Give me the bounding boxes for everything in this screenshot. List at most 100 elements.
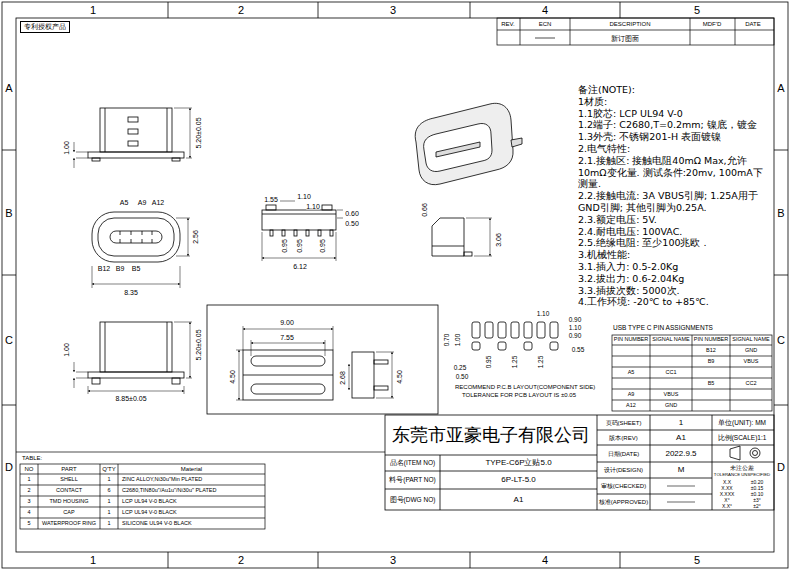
layout-note: TOLERANCE FOR PCB LAYOUT IS ±0.05 bbox=[462, 392, 576, 398]
dimension-value: 1.55 bbox=[264, 196, 278, 203]
material-table-cell: 5 bbox=[27, 521, 30, 527]
dimension-value: 0.50 bbox=[456, 374, 469, 381]
tolerance-text: X.X bbox=[723, 480, 731, 485]
note-line: 1.2端子: C2680,T=0.2mm; 镍底，镀金 bbox=[578, 119, 770, 131]
tolerance-text: ±0.15 bbox=[751, 486, 763, 491]
dimension-value: 6.12 bbox=[293, 263, 307, 270]
material-table-cell: 4 bbox=[27, 510, 30, 516]
pin-table-cell: A12 bbox=[626, 403, 636, 409]
dimension-value: 0.95 bbox=[319, 239, 326, 253]
material-table-cell: SILICONE UL94 V-0 BLACK bbox=[122, 521, 192, 527]
zone-marker: 5 bbox=[694, 5, 700, 16]
note-line: 3.3.插拔次数: 5000次. bbox=[578, 285, 770, 297]
dimension-value: 9.00 bbox=[280, 319, 294, 326]
pin-table-cell: A5 bbox=[628, 370, 635, 376]
dimension-value: 5.20±0.05 bbox=[195, 117, 202, 148]
dimension-lines bbox=[74, 108, 492, 400]
material-table-cell: 1 bbox=[107, 510, 110, 516]
dimension-value: 8.35 bbox=[124, 289, 138, 296]
pin-table-cell: VBUS bbox=[744, 359, 759, 365]
note-line: 2.电气特性: bbox=[578, 143, 770, 155]
zone-marker: 2 bbox=[238, 5, 244, 16]
dimension-value: 0.95 bbox=[486, 356, 493, 369]
note-line: 3.机械性能: bbox=[578, 249, 770, 261]
pin-label: A9 bbox=[138, 199, 147, 206]
revision-table-text: ECN bbox=[539, 21, 552, 27]
dimension-value: 0.55 bbox=[572, 347, 585, 354]
material-table-cell: TABLE: bbox=[22, 455, 42, 461]
tolerance-text: ±2° bbox=[753, 504, 761, 509]
zone-marker: 4 bbox=[542, 555, 548, 566]
revision-table-text: DATE bbox=[745, 21, 761, 27]
tolerance-text: ±3° bbox=[753, 498, 761, 503]
material-table-cell: TMD HOUSING bbox=[49, 499, 88, 505]
zone-marker: 1 bbox=[90, 555, 96, 566]
dimension-value: 1.00 bbox=[455, 334, 462, 347]
pin-table-cell: USB TYPE C PIN ASSIGNMENTS bbox=[613, 325, 713, 332]
dimension-value: 0.25 bbox=[454, 365, 467, 372]
title-block-text: 6P-LT-5.0 bbox=[501, 476, 536, 484]
tolerance-text: X.XXX bbox=[720, 492, 735, 497]
dimension-value: 0.70 bbox=[444, 334, 451, 347]
title-block-text: 东莞市亚豪电子有限公司 bbox=[392, 426, 590, 444]
dimension-value: 1.10 bbox=[537, 311, 550, 318]
pin-table-cell: VBUS bbox=[664, 392, 679, 398]
tolerance-text: X.XX bbox=[721, 486, 732, 491]
material-table-cell: ZINC ALLOY,Ni30u"Min PLATED bbox=[122, 477, 202, 483]
zone-marker: A bbox=[5, 83, 12, 94]
material-table-cell: PART bbox=[61, 466, 76, 472]
zone-marker: 5 bbox=[694, 555, 700, 566]
boxed-label: 专利授权产品 bbox=[20, 21, 70, 33]
dimension-value: 0.66 bbox=[421, 203, 428, 217]
material-table-cell: NO bbox=[25, 466, 34, 472]
zone-marker: C bbox=[777, 335, 785, 346]
dimension-value: 4.50 bbox=[229, 370, 236, 384]
zone-marker: C bbox=[5, 335, 13, 346]
dimension-value: 0.95 bbox=[296, 239, 303, 253]
material-table-cell: 3 bbox=[27, 499, 30, 505]
pin-label: B5 bbox=[132, 265, 141, 272]
tolerance-text: X.X° bbox=[722, 504, 732, 509]
dimension-value: 1.00 bbox=[63, 343, 70, 357]
title-block-text: A1 bbox=[676, 434, 686, 442]
pin-table-cell: CC1 bbox=[665, 370, 676, 376]
dimension-value: 1.10 bbox=[569, 325, 582, 332]
material-table-grid bbox=[16, 452, 385, 529]
note-line: 2.4.耐电电压: 100VAC. bbox=[578, 226, 770, 238]
dimension-value: 4.50 bbox=[396, 370, 403, 384]
pin-table-cell: PIN NUMBER bbox=[694, 337, 729, 343]
title-block-grid bbox=[385, 415, 774, 510]
material-table-cell: 6 bbox=[107, 488, 110, 494]
material-table-cell: LCP UL94 V-0 BLACK bbox=[122, 499, 177, 505]
dimension-value: 8.85±0.05 bbox=[115, 395, 146, 402]
zone-marker: 3 bbox=[390, 555, 396, 566]
material-table-cell: 2 bbox=[27, 488, 30, 494]
title-block-text: 核准(APPROVED) bbox=[599, 499, 648, 505]
title-block-text: 图号(DWG NO) bbox=[390, 496, 436, 503]
pin-label: B9 bbox=[116, 265, 125, 272]
material-table-cell: SHELL bbox=[60, 477, 77, 483]
pin-table-cell: PIN NUMBER bbox=[614, 337, 649, 343]
dimension-value: 3.06 bbox=[495, 233, 502, 247]
material-table-cell: 1 bbox=[107, 477, 110, 483]
revision-table-text: DESCRIPTION bbox=[609, 21, 650, 27]
dimension-value: 0.95 bbox=[281, 239, 288, 253]
tolerance-text: ±0.20 bbox=[751, 480, 763, 485]
connector-3d-view bbox=[415, 103, 522, 184]
note-line: 3.2.拔出力: 0.6-2.04Kg bbox=[578, 273, 770, 285]
pin-label: B12 bbox=[98, 265, 110, 272]
note-line: 2.5.绝缘电阻: 至少100兆欧 . bbox=[578, 237, 770, 249]
dimension-value: 0.90 bbox=[569, 317, 582, 324]
material-table-cell: Material bbox=[181, 466, 202, 472]
pin-label: A12 bbox=[152, 199, 164, 206]
title-block-text: 设计(DESIGN) bbox=[604, 467, 643, 473]
dimension-value: 1.10 bbox=[306, 203, 320, 210]
connector-views bbox=[88, 108, 558, 414]
material-table-cell: C2680,TIN80u"/Au1u"/Ni30u" PLATED bbox=[122, 488, 216, 494]
title-block-text: 单位(UNIT): MM bbox=[718, 419, 766, 426]
pin-table-cell: GND bbox=[665, 403, 677, 409]
note-line: 3.1.插入力: 0.5-2.0Kg bbox=[578, 261, 770, 273]
pin-table-cell: B9 bbox=[708, 359, 715, 365]
dimension-value: 1.00 bbox=[63, 141, 70, 155]
